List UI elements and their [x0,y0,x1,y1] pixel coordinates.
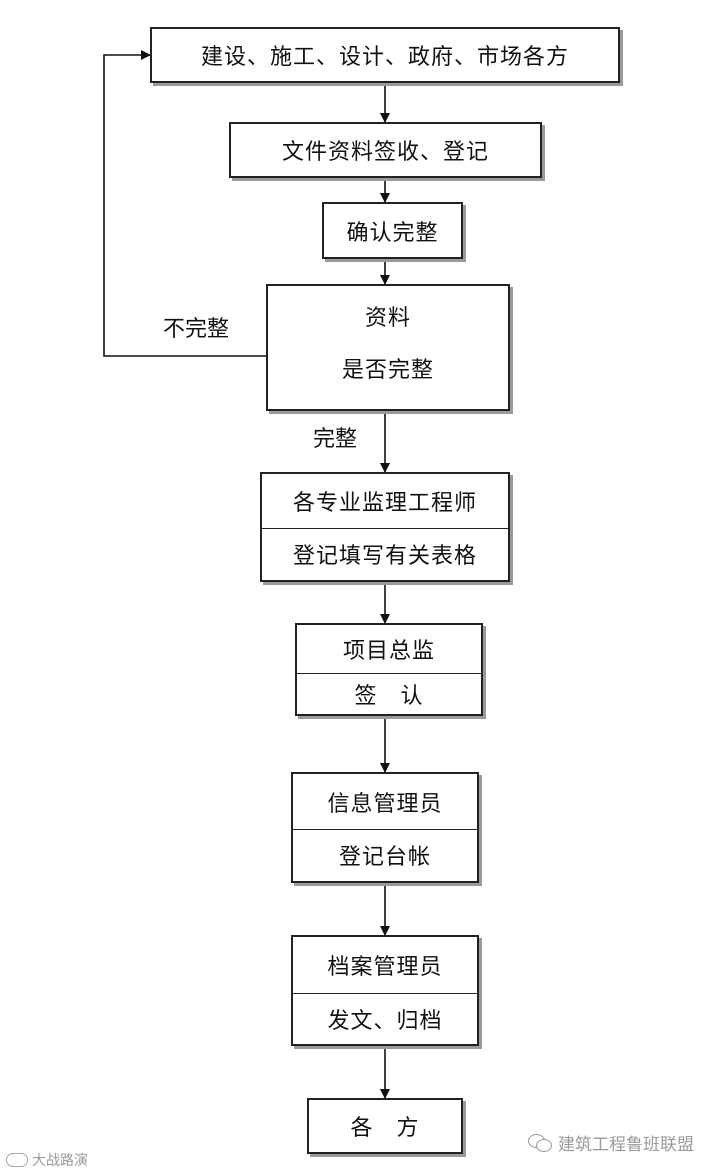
node-director: 项目总监 签 认 [295,623,483,716]
node-director-line2: 签 认 [354,683,424,709]
watermark-left-icon [6,1153,28,1167]
label-incomplete: 不完整 [163,317,230,342]
watermark-left: 大战路演 [6,1150,88,1170]
arrow-incomplete-loop [103,50,266,357]
node-info-line2: 登记台帐 [338,845,431,870]
watermark-right-text: 建筑工程鲁班联盟 [558,1135,694,1155]
node-engineers-divider [262,528,508,529]
node-archive: 档案管理员 发文、归档 [291,935,479,1046]
node-archive-divider [293,993,477,994]
node-check-line1: 资料 [364,306,411,331]
node-info-line1: 信息管理员 [327,791,443,817]
node-director-line1: 项目总监 [342,639,435,664]
label-complete: 完整 [313,427,358,452]
node-parties-text: 建设、施工、设计、政府、市场各方 [200,45,569,70]
node-archive-line2: 发文、归档 [327,1008,443,1034]
watermark-left-text: 大战路演 [32,1153,88,1169]
node-final: 各 方 [307,1098,463,1154]
node-info: 信息管理员 登记台帐 [291,772,479,883]
node-confirm-text: 确认完整 [346,220,439,246]
node-confirm: 确认完整 [322,202,463,259]
node-engineers-line1: 各专业监理工程师 [292,491,477,516]
node-final-text: 各 方 [350,1116,420,1141]
node-check-line2: 是否完整 [341,358,434,383]
node-check: 资料 是否完整 [266,284,510,411]
watermark-right: 建筑工程鲁班联盟 [528,1130,694,1155]
node-receive-text: 文件资料签收、登记 [281,140,489,165]
node-engineers-line2: 登记填写有关表格 [292,544,477,569]
node-info-divider [293,829,477,830]
node-engineers: 各专业监理工程师 登记填写有关表格 [260,472,510,582]
node-archive-line1: 档案管理员 [327,955,443,980]
node-parties: 建设、施工、设计、政府、市场各方 [150,27,620,83]
wechat-icon [528,1133,552,1152]
node-director-divider [297,673,481,674]
node-receive: 文件资料签收、登记 [229,122,542,178]
